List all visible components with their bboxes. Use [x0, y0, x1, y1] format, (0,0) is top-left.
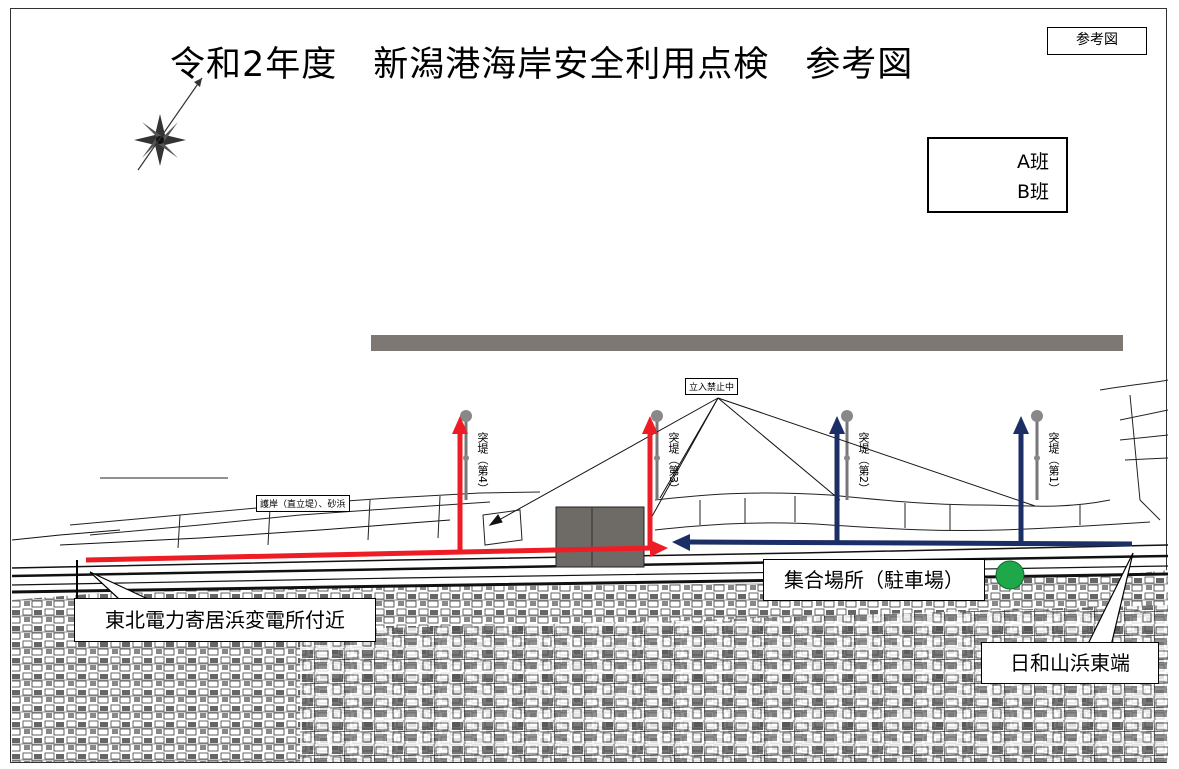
assembly-point-marker: [995, 560, 1025, 590]
page-title: 令和2年度 新潟港海岸安全利用点検 参考図: [170, 45, 914, 85]
no-entry-pointer-lines: [488, 397, 1036, 526]
team-b-route: [85, 416, 668, 563]
seawall-label: 護岸（直立堤）、砂浜: [256, 495, 350, 512]
callout-east-end: 日和山浜東端: [981, 642, 1159, 684]
groin-2-label: 突堤（第2）: [857, 432, 870, 494]
legend: A班 B班: [927, 137, 1068, 213]
shoreline: [69, 379, 1169, 549]
groin-3-label: 突堤（第3）: [667, 432, 680, 494]
groin-2: [841, 410, 853, 500]
groin-4-label: 突堤（第4）: [476, 432, 489, 494]
team-a-route: [672, 416, 1133, 551]
callout-start-west: 東北電力寄居浜変電所付近: [74, 598, 376, 642]
groin-1-label: 突堤（第1）: [1047, 432, 1060, 494]
legend-team-a: A班: [929, 145, 1066, 173]
reference-label: 参考図: [1047, 27, 1147, 55]
groin-1: [1031, 410, 1043, 500]
no-entry-label: 立入禁止中: [685, 378, 739, 395]
callout-assembly-point: 集合場所（駐車場）: [763, 559, 985, 601]
facility-building: [555, 506, 645, 568]
breakwater: [371, 335, 1123, 351]
legend-team-b: B班: [929, 175, 1066, 203]
legend-team-a-label: A班: [1017, 151, 1049, 173]
compass-rose-icon: [134, 77, 203, 171]
groin-3: [651, 410, 663, 500]
legend-team-b-label: B班: [1017, 181, 1050, 203]
